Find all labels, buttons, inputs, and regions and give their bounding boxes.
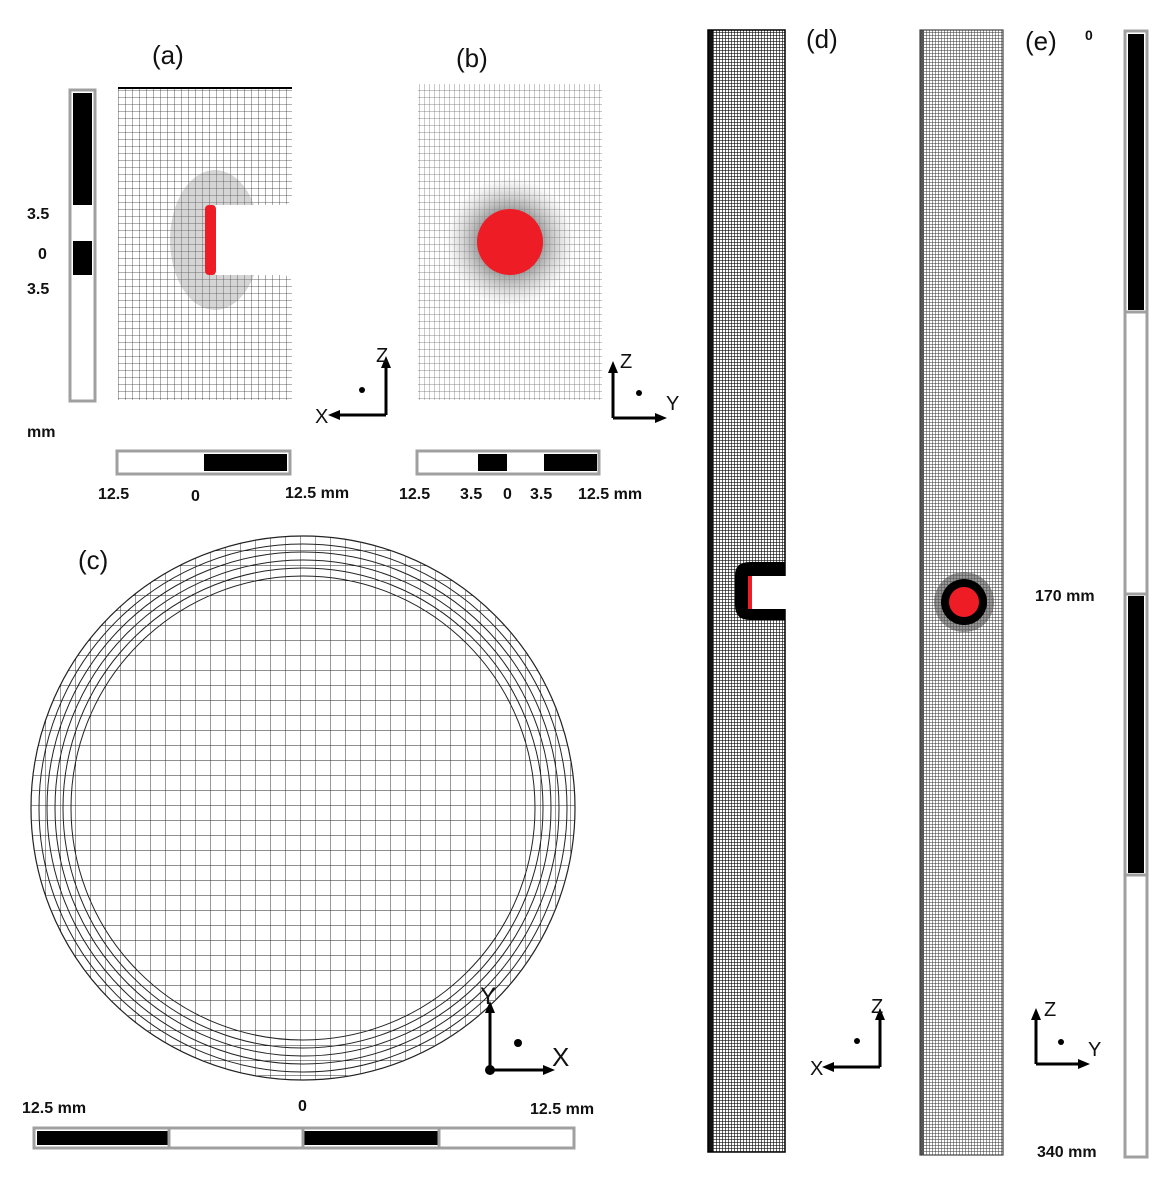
panel-b-label: (b) (456, 43, 488, 73)
panel-d: (d) X Z (707, 24, 885, 1153)
hscale-label: 12.5 mm (285, 485, 349, 502)
hscale-label: 12.5 (98, 486, 129, 503)
panel-c-horizontal-scale-bar (32, 1126, 576, 1150)
axis-triad-icon: X Y (480, 983, 569, 1075)
defect-marker (949, 587, 979, 617)
vscale-label: 3.5 (27, 281, 49, 298)
axis-label: X (552, 1042, 569, 1072)
vscale-label: 3.5 (27, 206, 49, 223)
axis-label: Y (666, 393, 679, 415)
panel-e-label: (e) (1025, 26, 1057, 56)
axis-label: Z (871, 996, 883, 1018)
hscale-label: 3.5 (530, 486, 552, 503)
axis-label: Z (1044, 999, 1056, 1021)
axis-label: X (315, 406, 328, 428)
vscale-label: 170 mm (1035, 588, 1095, 605)
axis-label: Z (376, 345, 388, 367)
panel-c-mesh (30, 535, 576, 1081)
axis-triad-icon: X Z (315, 345, 391, 428)
panel-b: (b) 12.5 3.5 0 3.5 12.5 mm Y Z (399, 43, 679, 503)
vscale-label: 340 mm (1037, 1144, 1097, 1161)
panel-a-vertical-scale-bar (68, 88, 97, 403)
hscale-label: 12.5 mm (22, 1100, 86, 1117)
panel-e: (e) 0 170 mm 340 mm Y Z (919, 26, 1149, 1161)
vscale-label: 0 (1085, 27, 1093, 43)
hscale-label: 12.5 (399, 486, 430, 503)
hscale-label: 12.5 mm (530, 1101, 594, 1118)
panel-a-horizontal-scale-bar (115, 449, 292, 476)
axis-triad-icon: X Z (810, 996, 885, 1080)
panel-c: (c) X Y 12.5 mm 0 12.5 mm (22, 535, 594, 1150)
panel-e-vertical-scale-bar (1123, 29, 1149, 1159)
axis-label: Z (620, 351, 632, 373)
axis-label: X (810, 1058, 823, 1080)
panel-e-mesh (919, 29, 1004, 1156)
panel-a-label: (a) (152, 40, 184, 70)
hscale-label: 0 (503, 486, 512, 503)
hscale-label: 12.5 mm (578, 486, 642, 503)
panel-b-mesh (418, 84, 602, 400)
panel-c-label: (c) (78, 545, 108, 575)
panel-b-horizontal-scale-bar (415, 449, 601, 476)
vscale-unit: mm (27, 424, 55, 441)
panel-d-mesh (707, 29, 786, 1153)
hscale-label: 0 (298, 1098, 307, 1115)
axis-triad-icon: Y Z (1031, 999, 1101, 1069)
hscale-label: 0 (191, 488, 200, 505)
hscale-label: 3.5 (460, 486, 482, 503)
panel-a: (a) 3.5 0 3.5 mm 12.5 0 12.5 mm (27, 40, 391, 505)
defect-marker (205, 205, 216, 275)
axis-triad-icon: Y Z (608, 351, 679, 423)
defect-marker (748, 576, 752, 609)
axis-label: Y (1088, 1039, 1101, 1061)
defect-marker (477, 209, 543, 275)
axis-label: Y (480, 983, 496, 1010)
panel-d-label: (d) (806, 24, 838, 54)
panel-a-mesh (118, 87, 292, 400)
vscale-label: 0 (38, 246, 47, 263)
